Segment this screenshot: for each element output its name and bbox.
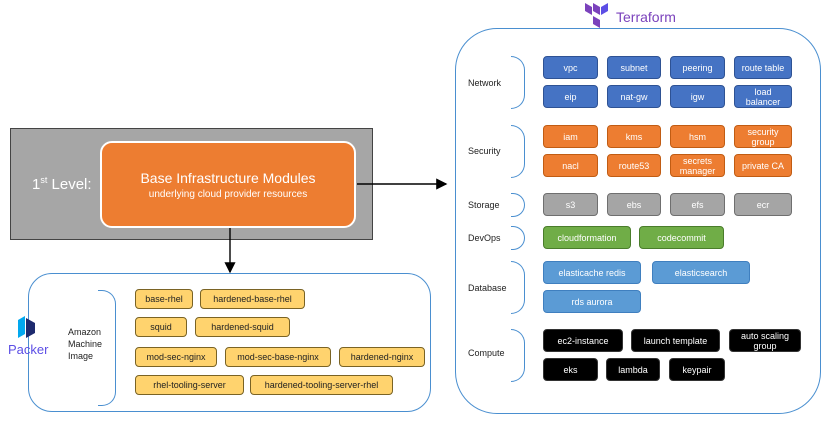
chip-hardened-nginx[interactable]: hardened-nginx	[339, 347, 425, 367]
chip-hsm[interactable]: hsm	[670, 125, 725, 148]
brace-security	[511, 125, 525, 178]
terraform-title: Terraform	[616, 9, 676, 25]
chip-ecr[interactable]: ecr	[734, 193, 792, 216]
chip-hardened-squid[interactable]: hardened-squid	[195, 317, 290, 337]
chip-rhel-tooling-server[interactable]: rhel-tooling-server	[135, 375, 244, 395]
chip-eip[interactable]: eip	[543, 85, 598, 108]
chip-secrets-manager[interactable]: secrets manager	[670, 154, 725, 177]
chip-vpc[interactable]: vpc	[543, 56, 598, 79]
category-label-compute: Compute	[468, 348, 505, 358]
ami-label: Amazon Machine Image	[68, 327, 103, 361]
base-box-subtitle: underlying cloud provider resources	[148, 188, 308, 200]
packer-logo-icon	[18, 316, 35, 338]
chip-codecommit[interactable]: codecommit	[639, 226, 724, 249]
category-label-storage: Storage	[468, 200, 500, 210]
chip-peering[interactable]: peering	[670, 56, 725, 79]
chip-lambda[interactable]: lambda	[606, 358, 660, 381]
chip-route-table[interactable]: route table	[734, 56, 792, 79]
brace-network	[511, 56, 525, 109]
chip-ebs[interactable]: ebs	[607, 193, 661, 216]
packer-title: Packer	[8, 342, 49, 357]
chip-kms[interactable]: kms	[607, 125, 661, 148]
category-label-security: Security	[468, 146, 501, 156]
chip-mod-sec-nginx[interactable]: mod-sec-nginx	[135, 347, 217, 367]
chip-efs[interactable]: efs	[670, 193, 725, 216]
chip-private-ca[interactable]: private CA	[734, 154, 792, 177]
terraform-frame	[455, 28, 821, 414]
chip-s3[interactable]: s3	[543, 193, 598, 216]
chip-igw[interactable]: igw	[670, 85, 725, 108]
chip-hardened-tooling-server-rhel[interactable]: hardened-tooling-server-rhel	[250, 375, 393, 395]
category-label-database: Database	[468, 283, 507, 293]
chip-rds-aurora[interactable]: rds aurora	[543, 290, 641, 313]
chip-keypair[interactable]: keypair	[669, 358, 725, 381]
chip-security-group[interactable]: security group	[734, 125, 792, 148]
chip-mod-sec-base-nginx[interactable]: mod-sec-base-nginx	[225, 347, 331, 367]
chip-cloudformation[interactable]: cloudformation	[543, 226, 631, 249]
level-number: 1	[32, 176, 41, 193]
level-label: 1st Level:	[32, 175, 92, 193]
chip-ec2-instance[interactable]: ec2-instance	[543, 329, 623, 352]
chip-launch-template[interactable]: launch template	[631, 329, 720, 352]
terraform-logo-icon	[585, 3, 608, 28]
category-label-devops: DevOps	[468, 233, 501, 243]
chip-elasticache-redis[interactable]: elasticache redis	[543, 261, 641, 284]
chip-nat-gw[interactable]: nat-gw	[607, 85, 661, 108]
chip-auto-scaling-group[interactable]: auto scaling group	[729, 329, 801, 352]
category-label-network: Network	[468, 78, 502, 88]
chip-eks[interactable]: eks	[543, 358, 598, 381]
chip-base-rhel[interactable]: base-rhel	[135, 289, 193, 309]
packer-frame	[28, 273, 431, 412]
chip-hardened-base-rhel[interactable]: hardened-base-rhel	[200, 289, 305, 309]
chip-subnet[interactable]: subnet	[607, 56, 661, 79]
chip-elasticsearch[interactable]: elasticsearch	[652, 261, 750, 284]
chip-nacl[interactable]: nacl	[543, 154, 598, 177]
brace-compute	[511, 329, 525, 382]
chip-iam[interactable]: iam	[543, 125, 598, 148]
brace-database	[511, 261, 525, 314]
base-infrastructure-modules-box[interactable]: Base Infrastructure Modules underlying c…	[100, 141, 356, 228]
packer-brace	[98, 290, 116, 406]
chip-squid[interactable]: squid	[135, 317, 187, 337]
level-suffix: Level:	[47, 176, 92, 193]
base-box-title: Base Infrastructure Modules	[140, 169, 316, 186]
chip-load-balancer[interactable]: load balancer	[734, 85, 792, 108]
chip-route53[interactable]: route53	[607, 154, 661, 177]
level-ordinal: st	[40, 175, 48, 185]
